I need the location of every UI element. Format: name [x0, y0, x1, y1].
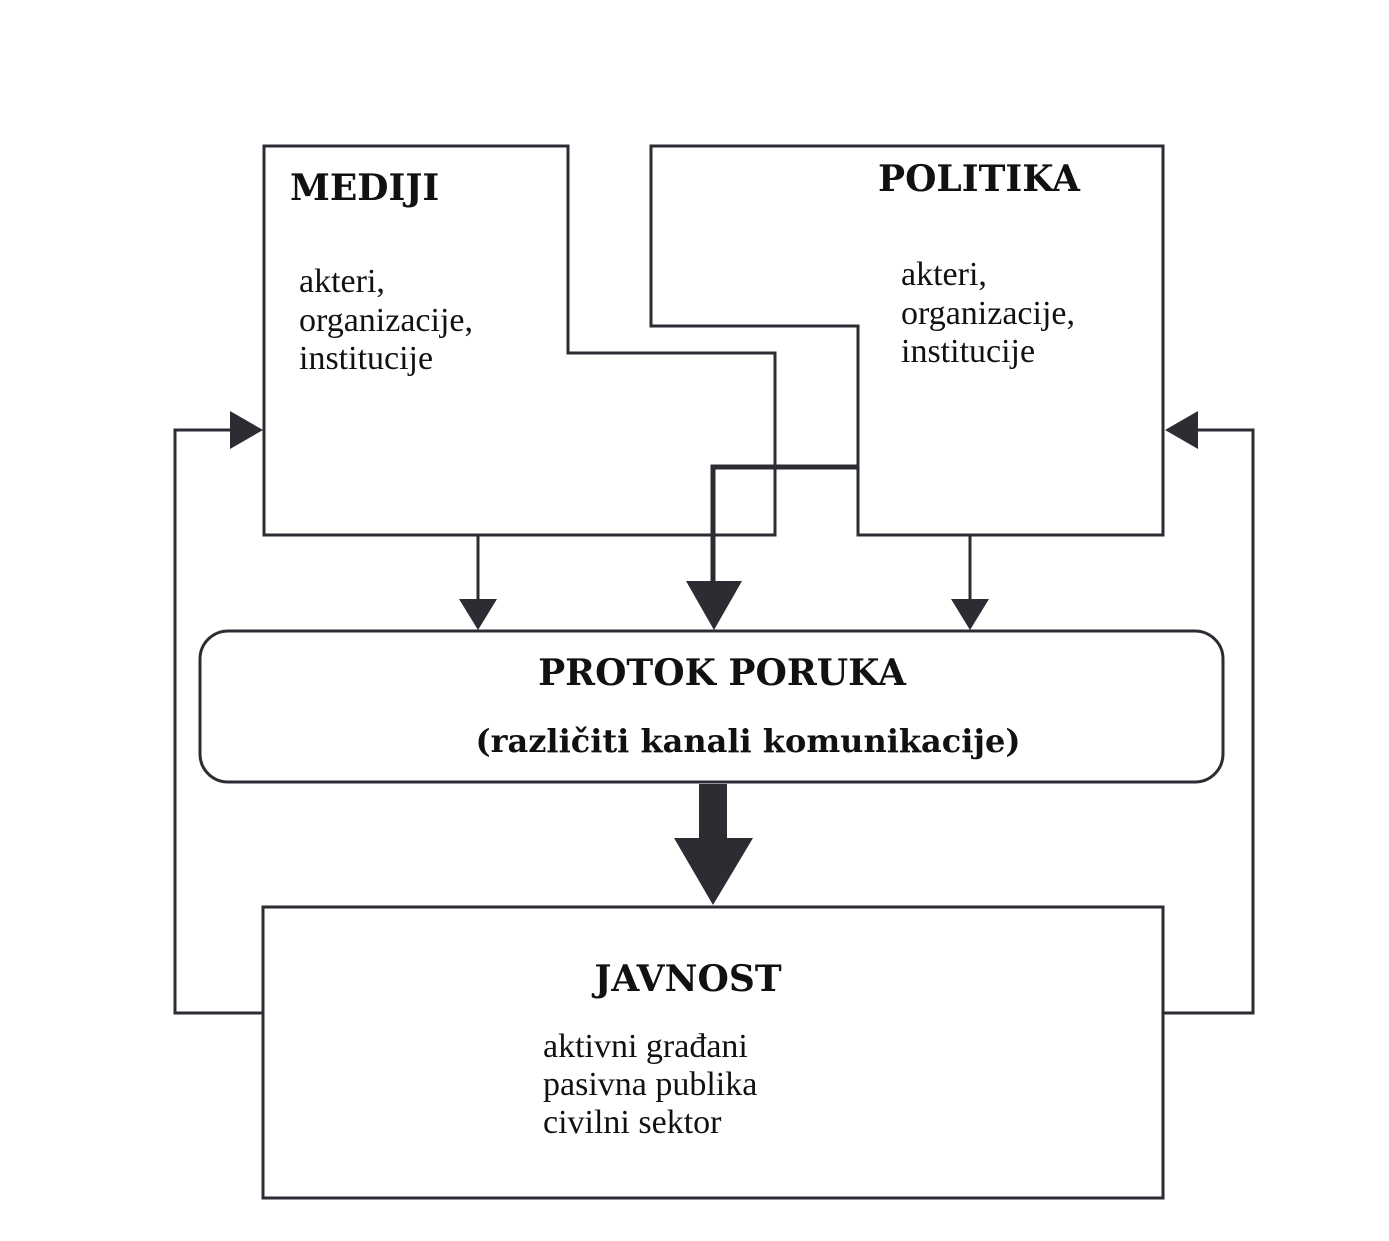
public-line-3: civilni sektor — [543, 1104, 722, 1141]
public-line-2: pasivna publika — [543, 1066, 757, 1103]
politics-to-flow-arrowhead — [951, 599, 989, 630]
media-box — [262, 144, 777, 537]
media-line-1: akteri, — [299, 263, 385, 300]
public-line-1: aktivni građani — [543, 1028, 748, 1065]
public-to-politics-feedback-arrowhead — [1165, 411, 1198, 449]
public-title: JAVNOST — [591, 958, 782, 1000]
public-to-media-feedback-arrowhead — [230, 411, 263, 449]
politics-line-3: institucije — [901, 333, 1035, 370]
flow-to-public-shaft — [699, 784, 727, 840]
overlap-to-flow-connector — [710, 464, 858, 584]
politics-line-2: organizacije, — [901, 295, 1075, 332]
media-line-2: organizacije, — [299, 302, 473, 339]
flow-to-public-arrowhead — [674, 838, 753, 905]
media-title: MEDIJI — [290, 167, 439, 209]
public-to-politics-feedback-line — [1163, 428, 1255, 1015]
flow-subtitle: (različiti kanali komunikacije) — [476, 722, 1021, 760]
public-to-media-feedback-line — [173, 428, 263, 1015]
politics-title: POLITIKA — [878, 158, 1081, 200]
public-box — [261, 905, 1165, 1200]
politics-box — [649, 144, 1165, 537]
flow-title: PROTOK PORUKA — [538, 652, 907, 694]
message-flow-box — [198, 629, 1225, 784]
politics-line-1: akteri, — [901, 256, 987, 293]
media-line-3: institucije — [299, 340, 433, 377]
media-to-flow-arrowhead — [459, 599, 497, 630]
overlap-to-flow-arrowhead — [686, 581, 742, 630]
